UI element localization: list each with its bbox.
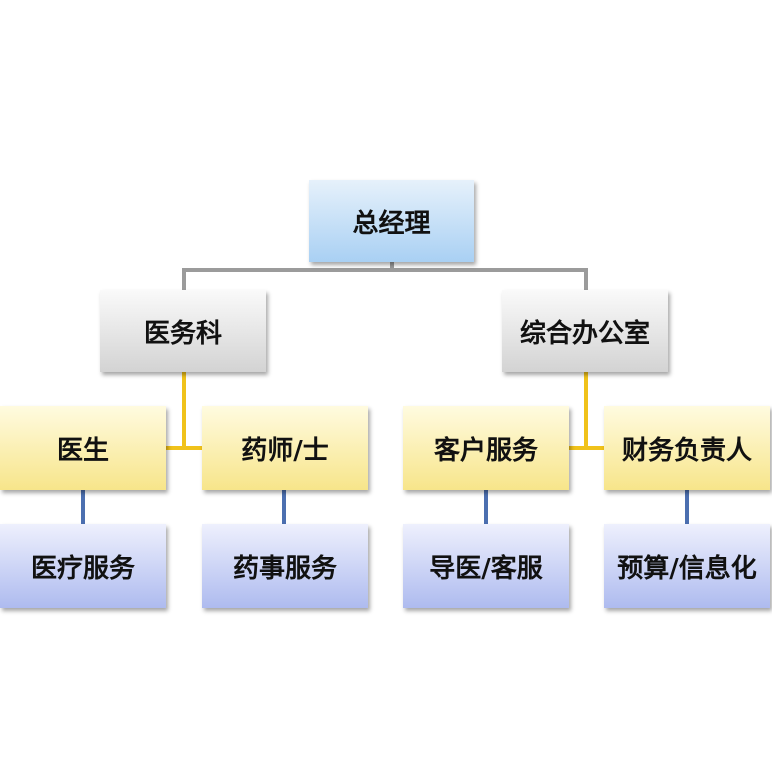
role-3-connector <box>484 490 488 524</box>
role-node-doctor: 医生 <box>0 406 166 490</box>
root-connector-stem <box>390 262 394 272</box>
root-connector-left-drop <box>182 268 186 290</box>
dept-2-connector-bar <box>568 446 604 450</box>
dept-1-connector-bar <box>166 446 202 450</box>
root-connector-right-drop <box>584 268 588 290</box>
function-node-medical-service: 医疗服务 <box>0 524 166 608</box>
role-node-finance-lead: 财务负责人 <box>604 406 770 490</box>
root-connector-bar <box>182 268 588 272</box>
role-4-connector <box>685 490 689 524</box>
role-node-pharmacist: 药师/士 <box>202 406 368 490</box>
dept-1-connector-stem <box>182 372 186 448</box>
department-node-admin-office: 综合办公室 <box>502 290 668 372</box>
dept-2-connector-stem <box>584 372 588 448</box>
department-node-medical: 医务科 <box>100 290 266 372</box>
function-node-pharmacy-service: 药事服务 <box>202 524 368 608</box>
role-1-connector <box>81 490 85 524</box>
function-node-budget-it: 预算/信息化 <box>604 524 770 608</box>
function-node-guide-support: 导医/客服 <box>403 524 569 608</box>
root-node: 总经理 <box>309 180 474 262</box>
role-2-connector <box>282 490 286 524</box>
role-node-customer-service: 客户服务 <box>403 406 569 490</box>
